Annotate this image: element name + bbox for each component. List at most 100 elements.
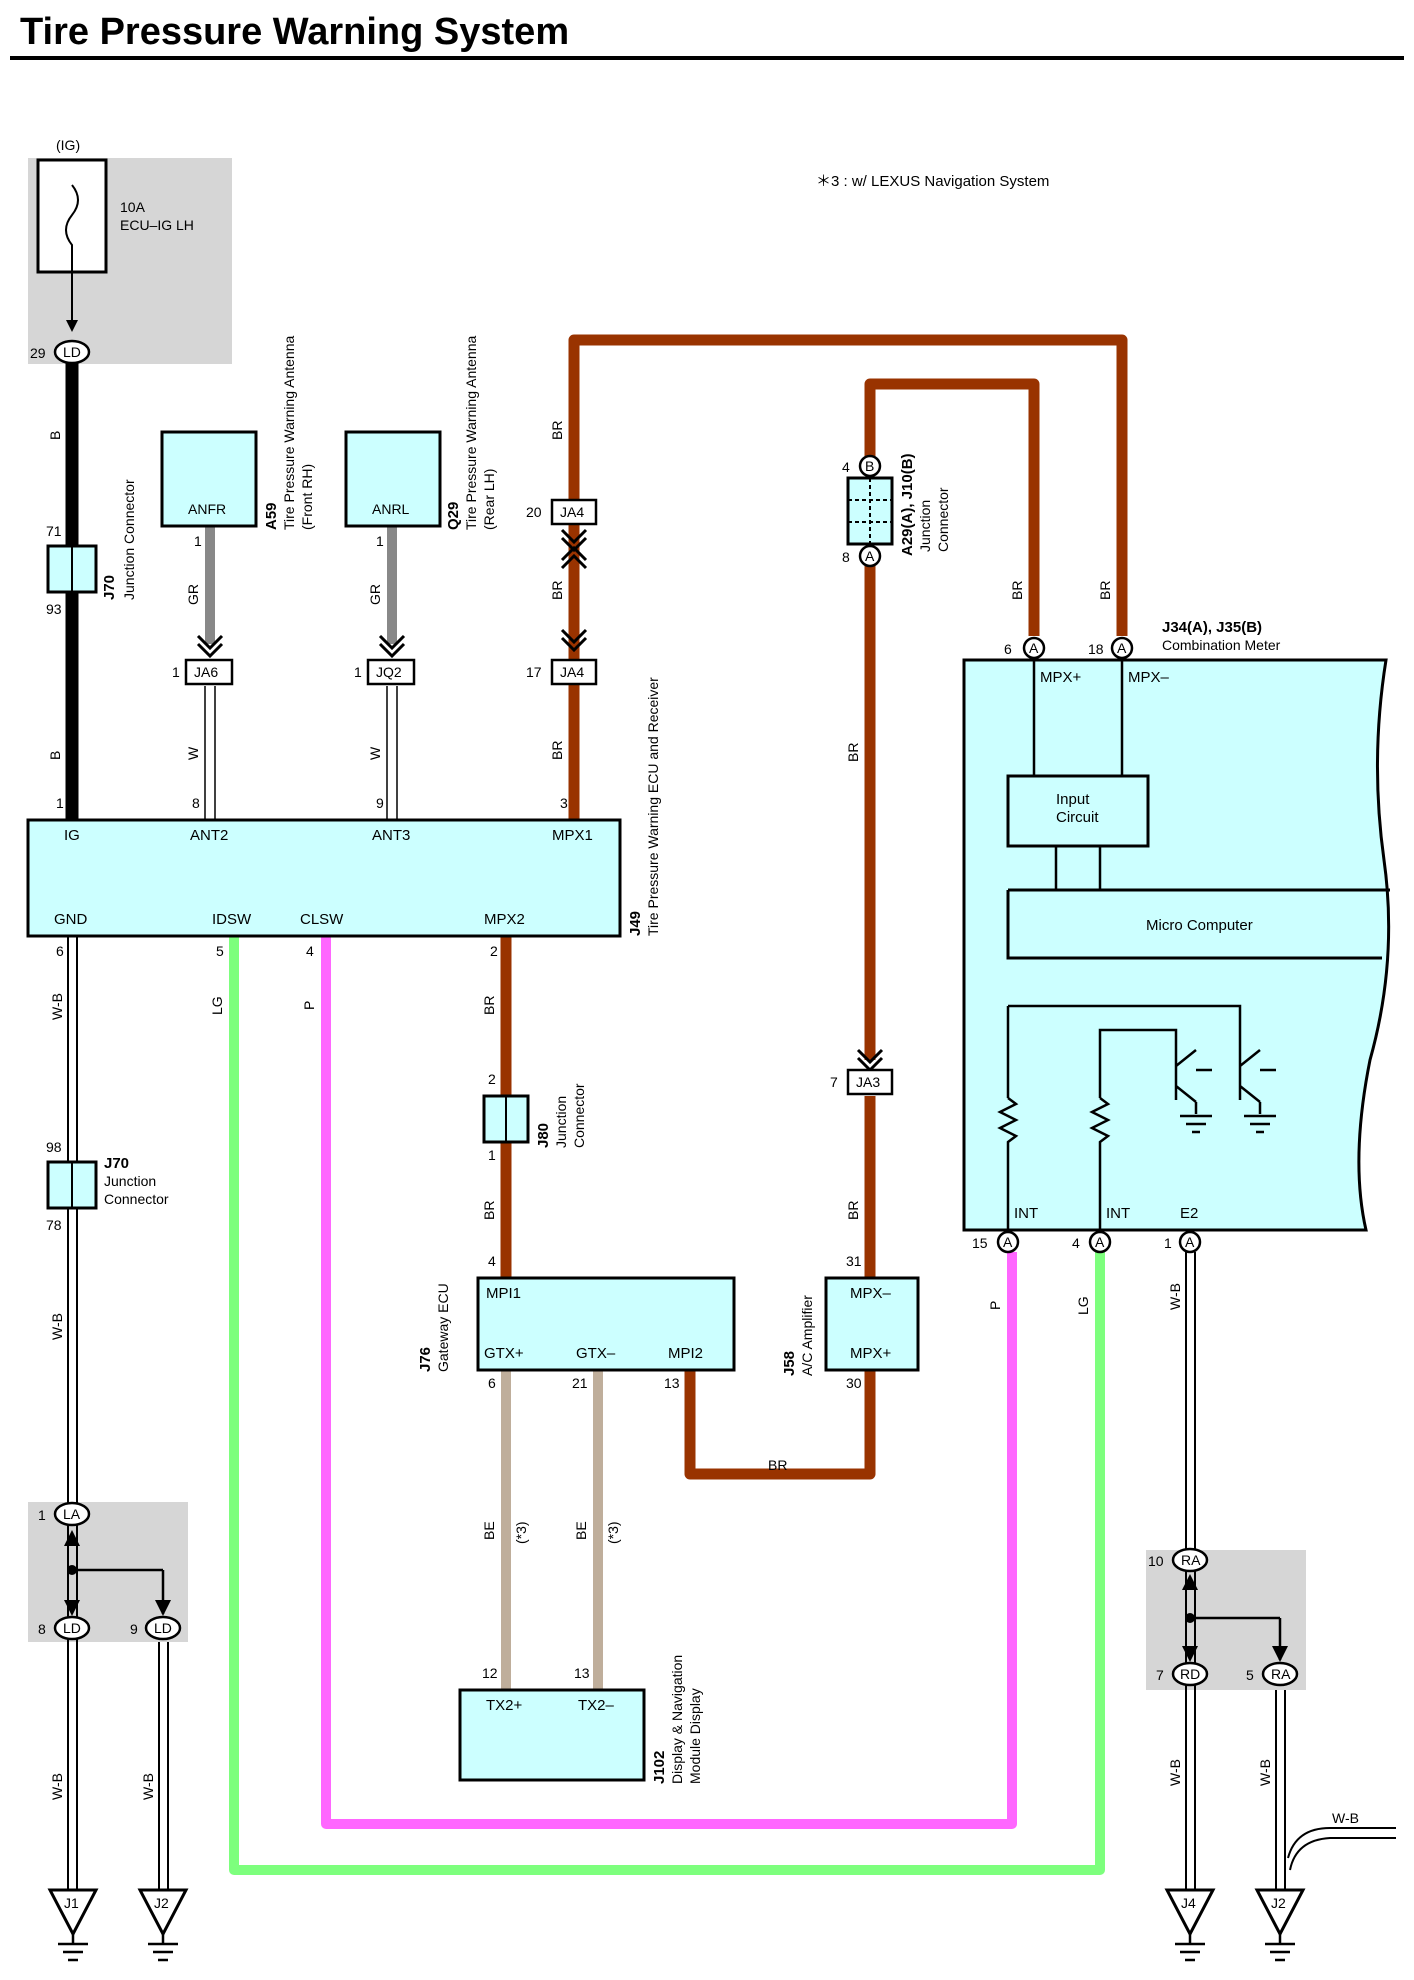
ac-bot-pin: 30 [846, 1375, 862, 1391]
j70-top-pin-top: 71 [46, 523, 62, 539]
gateway-term-mpi1: MPI1 [486, 1285, 521, 1302]
lh-junction-dot [67, 1565, 77, 1575]
ground-j1-label: J1 [64, 1895, 79, 1911]
wire-be-label-2: BE [573, 1521, 589, 1540]
ja4-top-connector [550, 498, 598, 526]
lh-top-connector-label: LA [63, 1506, 81, 1522]
wire-br-a29 [864, 378, 1040, 636]
ground-j2-left-icon [137, 1888, 189, 1938]
meter-name: Combination Meter [1162, 637, 1281, 653]
wire-be-note-1: (*3) [513, 1521, 529, 1544]
input-circuit-box [1006, 774, 1150, 848]
ground-int-1-icon [1180, 1114, 1212, 1134]
ja6-connector [184, 658, 234, 686]
rh-junction-dot [1185, 1613, 1195, 1623]
a29-pin-bot: 8 [842, 549, 850, 565]
lh-connector-2-label: LD [154, 1620, 172, 1636]
a29-letter-top: B [865, 458, 874, 474]
meter-term-int1: INT [1014, 1205, 1038, 1222]
meter-bot-letter-1: A [1003, 1234, 1013, 1250]
rh-pin-1: 7 [1156, 1667, 1164, 1683]
meter-bot-ring-3 [1178, 1230, 1202, 1254]
rh-top-connector [1171, 1547, 1209, 1573]
ground-j1: J1 [47, 1888, 99, 1962]
ig-pin: 29 [30, 345, 46, 361]
antenna-fr-sub: (Front RH) [299, 464, 315, 530]
antenna-fr-box [160, 430, 258, 528]
chevron-ja4-icon [560, 528, 588, 570]
ecu-top-pin-2: 8 [192, 795, 200, 811]
display-name1: Display & Navigation [669, 1655, 685, 1784]
display-pin-2: 13 [574, 1665, 590, 1681]
fuse-amp: 10A [120, 199, 146, 215]
ecu-term-ig: IG [64, 827, 80, 844]
ground-j2-right-icon [1254, 1888, 1306, 1938]
display-term-2: TX2– [578, 1697, 615, 1714]
transistor-1-icon [1174, 1049, 1212, 1114]
j80-name1: Junction [553, 1096, 569, 1148]
gateway-box [476, 1276, 736, 1372]
rh-pin-2: 5 [1246, 1667, 1254, 1683]
ecu-top-pin-3: 9 [376, 795, 384, 811]
antenna-fr-pin: 1 [194, 533, 202, 549]
meter-letter-mpxp-ring [1022, 636, 1046, 660]
a29-letter-bot-ring [858, 544, 882, 568]
wire-br-label-3: BR [549, 741, 565, 760]
j80-pin-top: 2 [488, 1071, 496, 1087]
a29-letter-top-ring [858, 454, 882, 478]
ground-j2-right-label: J2 [1271, 1895, 1286, 1911]
ja3-label: JA3 [856, 1074, 880, 1090]
jq2-pin: 1 [354, 664, 362, 680]
rh-top-connector-label: RA [1181, 1552, 1201, 1568]
wire-wb-side2 [1287, 1827, 1396, 1859]
j70-top-code: J70 [101, 575, 118, 600]
rh-connector-1 [1171, 1661, 1209, 1687]
wire-br-label-9: BR [481, 1201, 497, 1220]
antenna-rl-term: ANRL [372, 501, 410, 517]
micro-computer-label: Micro Computer [1146, 917, 1253, 934]
j80-code: J80 [535, 1123, 552, 1148]
meter-term-mpxm: MPX– [1128, 669, 1170, 686]
ground-j4: J4 [1164, 1888, 1216, 1962]
wire-wb-label-5: W-B [1167, 1283, 1183, 1310]
j70-top-name: Junction Connector [121, 479, 137, 600]
input-circuit-label1: Input [1056, 791, 1090, 808]
gateway-bot-pin-1: 6 [488, 1375, 496, 1391]
wire-wb-label-7: W-B [1257, 1759, 1273, 1786]
wire-gr-label-2: GR [367, 584, 383, 605]
wire-lg-label-1: LG [209, 996, 225, 1015]
meter-term-e2: E2 [1180, 1205, 1198, 1222]
ac-box [824, 1276, 920, 1372]
meter-bot-letter-3: A [1185, 1234, 1195, 1250]
wire-br-label-10: BR [768, 1457, 787, 1473]
lh-down-arrow-2-icon [155, 1600, 171, 1616]
a29-pin-top: 4 [842, 459, 850, 475]
antenna-rl-code: Q29 [445, 502, 462, 530]
chevron-fr-icon [196, 634, 224, 659]
display-code: J102 [651, 1751, 668, 1784]
j70-bot-name1: Junction [104, 1173, 156, 1189]
display-term-1: TX2+ [486, 1697, 523, 1714]
wire-lg [229, 936, 1105, 1875]
ground-j2-left-bars [148, 1934, 178, 1962]
ecu-term-ant3: ANT3 [372, 827, 410, 844]
ja3-pin: 7 [830, 1074, 838, 1090]
meter-term-mpxp: MPX+ [1040, 669, 1082, 686]
meter-code: J34(A), J35(B) [1162, 619, 1262, 636]
meter-letter-mpxp: A [1029, 640, 1039, 656]
fuse-arrow-icon [66, 320, 78, 332]
j70-bot-code: J70 [104, 1155, 129, 1172]
ecu-term-idsw: IDSW [212, 911, 252, 928]
page-title: Tire Pressure Warning System [20, 11, 569, 53]
display-box [458, 1688, 646, 1782]
meter-bot-ring-2 [1088, 1230, 1112, 1254]
ecu-bot-pin-1: 6 [56, 943, 64, 959]
ecu-top-pin-4: 3 [560, 795, 568, 811]
j70-bot-pin-top: 98 [46, 1139, 62, 1155]
rh-down-arrow-1-icon [1182, 1646, 1198, 1662]
ac-top-pin: 31 [846, 1253, 862, 1269]
wire-wb-label-2: W-B [49, 1313, 65, 1340]
rh-down-arrow-2-icon [1272, 1646, 1288, 1662]
meter-letter-mpxm: A [1117, 640, 1127, 656]
